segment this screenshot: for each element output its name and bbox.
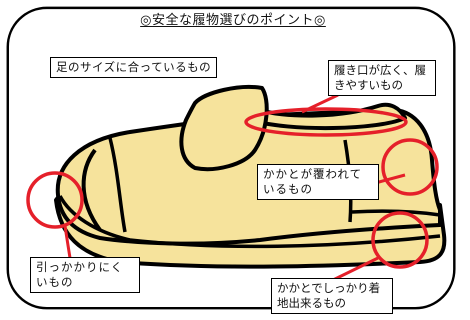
toe-cap-line (81, 148, 102, 232)
ground-leader (332, 256, 379, 282)
toe-highlight (26, 171, 84, 229)
opening-highlight (244, 107, 408, 137)
strap (179, 85, 269, 172)
shoe-icon (54, 85, 447, 269)
opening-leader (301, 93, 339, 114)
outsole-line (58, 195, 441, 249)
toe-leader (63, 225, 72, 259)
side-seam (108, 137, 127, 233)
label-heel-covered: かかとが覆われているもの (257, 164, 379, 200)
page-title: ◎安全な履物選びのポイント◎ (140, 13, 326, 28)
label-no-catch: 引っかかりにくいもの (30, 257, 140, 293)
label-opening: 履き口が広く、履きやすいもの (328, 60, 436, 96)
heel-ground-highlight (371, 211, 429, 269)
label-heel-grounded: かかとでしっかり着地出来るもの (271, 278, 393, 314)
heel-highlight (381, 138, 439, 196)
label-fit: 足のサイズに合っているもの (50, 57, 218, 78)
